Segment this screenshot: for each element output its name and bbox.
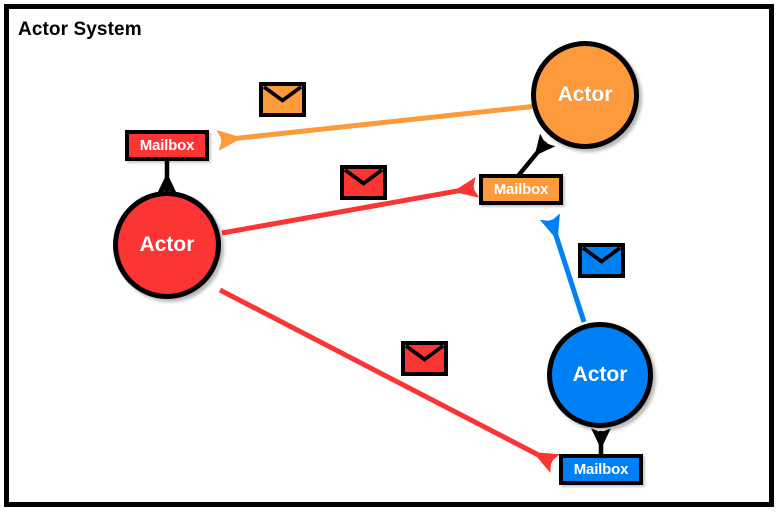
arrow-red-actor-to-blue-mailbox: [218, 287, 560, 473]
mailbox-node-red[interactable]: Mailbox: [125, 130, 209, 161]
envelope-icon-orange: [259, 82, 306, 117]
envelope-icon-red-2: [401, 341, 448, 376]
mailbox-label: Mailbox: [139, 137, 195, 154]
actor-label: Actor: [557, 83, 613, 106]
actor-node-orange[interactable]: Actor: [531, 41, 639, 149]
arrow-orange-actor-to-red-mailbox: [216, 103, 538, 151]
arrow-blue-actor-to-orange-mailbox: [539, 213, 587, 323]
message-arrows: [216, 103, 587, 473]
mailbox-label: Mailbox: [493, 181, 549, 198]
mailbox-label: Mailbox: [573, 461, 629, 478]
delivery-arrows: [157, 133, 611, 456]
mailbox-node-blue[interactable]: Mailbox: [559, 454, 643, 485]
actor-label: Actor: [139, 233, 195, 256]
envelope-icon-blue: [578, 243, 625, 278]
mailbox-node-orange[interactable]: Mailbox: [479, 174, 563, 205]
page-title: Actor System: [18, 19, 142, 40]
actor-label: Actor: [572, 363, 628, 386]
actor-node-blue[interactable]: Actor: [547, 322, 653, 428]
arrow-red-actor-to-orange-mailbox: [221, 177, 480, 236]
envelope-icon-red-1: [340, 165, 387, 200]
actor-node-red[interactable]: Actor: [113, 191, 221, 299]
arrow-orange-mailbox-to-orange-actor: [516, 133, 556, 178]
